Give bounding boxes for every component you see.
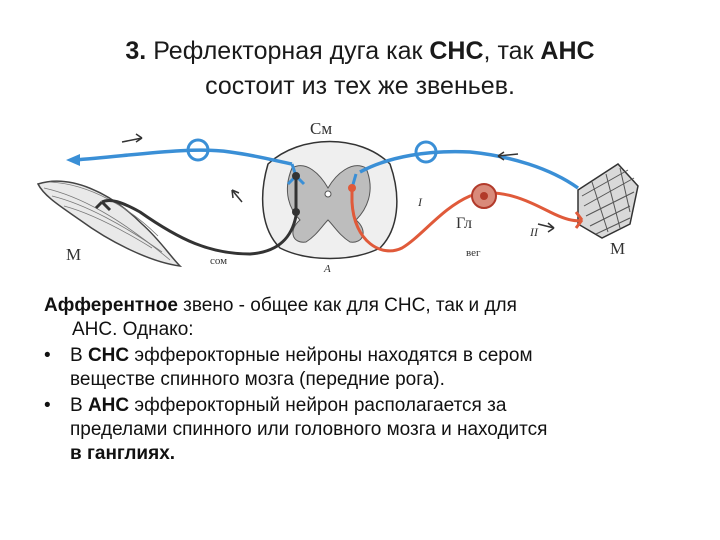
bullet-cns-rest: эфферокторные нейроны находятся в сером bbox=[129, 345, 533, 366]
bullet-cns-line-2: веществе спинного мозга (передние рога). bbox=[70, 369, 445, 390]
bullet-marker: • bbox=[44, 345, 51, 366]
right-muscle-illustration bbox=[577, 163, 639, 239]
title-part-2: , так bbox=[483, 37, 541, 65]
label-somatic: сом bbox=[210, 255, 227, 267]
bullet-cns-prefix: В bbox=[70, 345, 88, 366]
afferent-text: звено - общее как для СНС, так и для bbox=[177, 295, 517, 316]
label-muscle-right: М bbox=[610, 239, 625, 258]
autonomic-efferent-pathway bbox=[348, 183, 584, 253]
label-vegetative: вег bbox=[466, 247, 481, 259]
slide-title: 3. Рефлекторная дуга как СНС, так АНС со… bbox=[60, 34, 660, 104]
afferent-paragraph: Афферентное звено - общее как для СНС, т… bbox=[44, 294, 694, 342]
bullet-cns-text: В СНС эфферокторные нейроны находятся в … bbox=[70, 344, 694, 392]
bullet-ans-text: В АНС эфферокторный нейрон располагается… bbox=[70, 394, 694, 466]
bullet-ans-rest: эфферокторный нейрон располагается за bbox=[129, 395, 507, 416]
title-line-1: 3. Рефлекторная дуга как СНС, так АНС bbox=[60, 34, 660, 69]
bullet-ans: • В АНС эфферокторный нейрон располагает… bbox=[44, 394, 694, 466]
label-letter-a: А bbox=[323, 263, 331, 275]
title-number: 3. bbox=[125, 37, 147, 65]
bullet-ans-prefix: В bbox=[70, 395, 88, 416]
label-roman-two: II bbox=[529, 225, 539, 239]
title-part-1: Рефлекторная дуга как bbox=[146, 37, 430, 65]
body-text: Афферентное звено - общее как для СНС, т… bbox=[44, 294, 694, 466]
label-roman-one: I bbox=[417, 195, 423, 209]
label-ganglion: Гл bbox=[456, 215, 472, 232]
reflex-arc-diagram: См М М сом вег Гл I II А bbox=[36, 119, 639, 275]
bullet-ans-line-3: в ганглиях. bbox=[70, 443, 176, 464]
afferent-term: Афферентное bbox=[44, 295, 178, 316]
bullet-cns-term: СНС bbox=[87, 345, 130, 366]
title-ans: АНС bbox=[540, 37, 595, 65]
label-muscle-left: М bbox=[66, 245, 81, 264]
bullet-ans-term: АНС bbox=[87, 395, 130, 416]
somatic-efferent-pathway bbox=[94, 172, 300, 256]
title-line-2: состоит из тех же звеньев. bbox=[205, 72, 515, 100]
bullet-marker: • bbox=[44, 395, 51, 416]
bullet-cns: • В СНС эфферокторные нейроны находятся … bbox=[44, 344, 694, 392]
label-spinal-cord: См bbox=[310, 119, 332, 138]
bullet-ans-line-2: пределами спинного или головного мозга и… bbox=[70, 419, 548, 440]
afferent-text-line-2: АНС. Однако: bbox=[72, 319, 194, 340]
title-cns: СНС bbox=[429, 37, 484, 65]
